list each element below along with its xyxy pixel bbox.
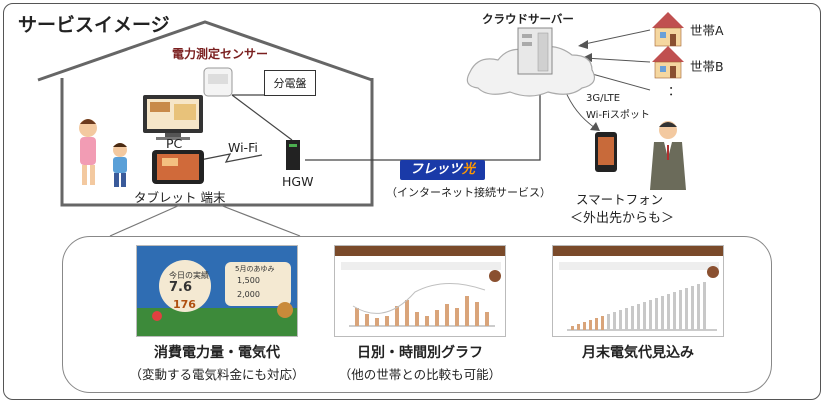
daily-graph-chart (341, 262, 501, 327)
household-a-icon (652, 12, 684, 47)
screen-dashboard: 今日の実績 7.6 176 5月のあゆみ 1,500 2,000 (136, 245, 298, 337)
mobile-line-2: Wi-Fiスポット (586, 110, 650, 121)
smartphone-icon (595, 132, 617, 172)
wifi-label: Wi-Fi (228, 140, 258, 155)
screen-1-caption: 消費電力量・電気代 (154, 345, 280, 361)
household-a-label: 世帯A (690, 23, 724, 38)
wifi-zigzag (199, 153, 263, 163)
hgw-to-cloud (305, 85, 541, 161)
businessman-icon (650, 121, 686, 190)
screen-daily-graph (334, 245, 506, 337)
hgw-icon (286, 140, 300, 170)
house-walls (60, 78, 374, 207)
dash-month-yen: 2,000 (237, 290, 260, 299)
flets-caption: （インターネット接続サービス） (386, 186, 551, 199)
house-outline (37, 20, 373, 82)
pc-label: PC (166, 136, 183, 151)
smartphone-label: スマートフォン (576, 192, 664, 207)
household-b-icon (652, 46, 684, 79)
callout-line-2 (109, 204, 181, 237)
page-title: サービスイメージ (18, 14, 170, 36)
dash-month-label: 5月のあゆみ (235, 265, 275, 273)
tablet-icon (152, 150, 204, 184)
cloud-server-label: クラウドサーバー (482, 12, 574, 26)
distribution-panel: 分電盤 (264, 70, 316, 96)
hgw-label: HGW (282, 174, 314, 189)
callout-line (219, 204, 301, 237)
dash-yen: 176 (173, 298, 196, 311)
dashboard-graphic (137, 246, 297, 336)
outer-frame (3, 3, 821, 400)
screen-1-note: （変動する電気料金にも対応） (129, 367, 305, 382)
dash-month-kwh: 1,500 (237, 276, 260, 285)
graph-header (335, 246, 505, 256)
dash-kwh: 7.6 (169, 280, 193, 295)
sensor-label: 電力測定センサー (172, 47, 269, 61)
tablet-label: タブレット 端末 (134, 190, 226, 205)
household-ellipsis: ： (668, 83, 681, 98)
forecast-chart (559, 262, 719, 331)
smartphone-sublabel: ＜外出先からも＞ (570, 211, 675, 226)
screen-3-caption: 月末電気代見込み (582, 345, 694, 361)
family-icon (79, 119, 127, 187)
forecast-header (553, 246, 723, 256)
mobile-line-1: 3G/LTE (586, 93, 621, 104)
household-b-label: 世帯B (690, 59, 724, 74)
screen-2-caption: 日別・時間別グラフ (357, 345, 483, 361)
flets-logo: フレッツ光 (400, 160, 485, 180)
screen-month-forecast (552, 245, 724, 337)
pc-icon (143, 95, 203, 140)
screen-2-note: （他の世帯との比較も可能） (338, 367, 502, 382)
dash-today-label: 今日の実績 (169, 271, 209, 280)
